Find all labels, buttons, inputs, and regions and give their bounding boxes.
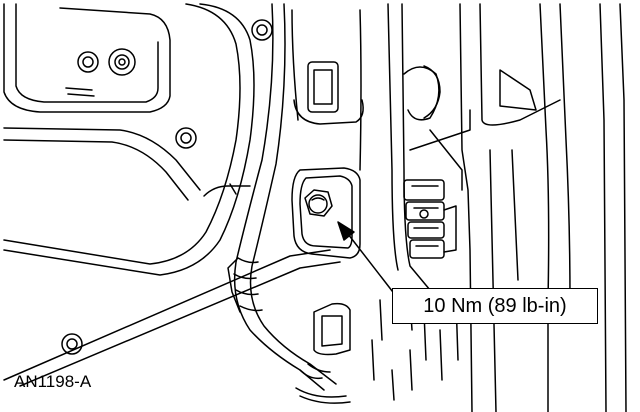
torque-label: 10 Nm (89 lb-in)	[423, 294, 567, 317]
panel-fastener	[61, 19, 273, 355]
door-trim-panel	[3, 3, 255, 276]
inner-panel-outline	[3, 3, 201, 201]
figure-id: AN1198-A	[14, 372, 92, 391]
lower-clip	[313, 302, 351, 356]
wiring-harness	[227, 3, 351, 404]
bolt	[304, 189, 333, 217]
latch-connector	[403, 179, 457, 259]
mounting-bracket	[291, 9, 362, 259]
leader-arrow	[337, 221, 397, 297]
upper-clip	[293, 61, 364, 125]
lower-panel-edge	[3, 249, 341, 387]
torque-callout: 10 Nm (89 lb-in)	[392, 288, 598, 324]
